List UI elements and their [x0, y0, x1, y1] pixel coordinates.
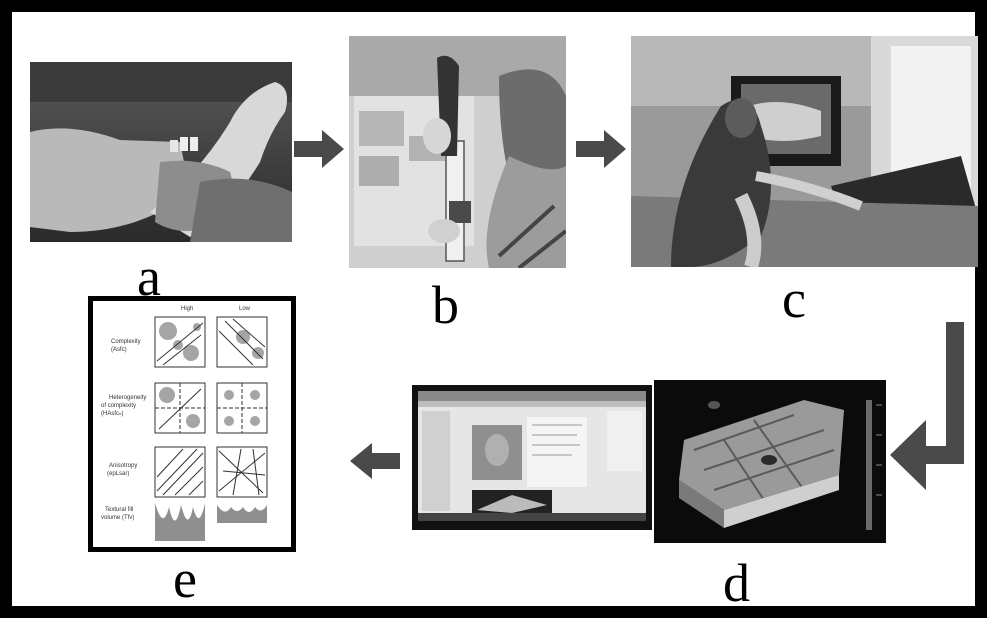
- right-arrow-icon: [576, 130, 626, 168]
- row-label-line: (Asfc): [111, 347, 127, 353]
- panel-a-photo: [30, 62, 292, 242]
- panel-b-photo: [349, 36, 566, 268]
- row-label-line: Textural fill: [105, 507, 133, 513]
- panel-e-texture-chart: High Low Complexity (Asfc) Heterogeneity…: [88, 296, 296, 552]
- right-arrow-icon: [294, 130, 344, 168]
- column-header-low: Low: [239, 306, 251, 312]
- row-label-line: (HAsfcₙ): [101, 411, 123, 417]
- left-arrow-icon: [350, 443, 400, 479]
- row-label-line: Heterogeneity: [109, 395, 146, 401]
- panel-d-software-screen: [412, 385, 652, 530]
- row-label-line: volume (Tfv): [101, 515, 134, 521]
- panel-c-label: c: [782, 269, 806, 329]
- panel-a-label: a: [137, 247, 161, 307]
- row-label-line: Anisotropy: [109, 463, 137, 469]
- panel-c-photo: [631, 36, 978, 267]
- panel-e-label: e: [173, 549, 197, 609]
- row-label-line: of complexity: [101, 403, 136, 409]
- down-left-bend-arrow-icon: [890, 322, 964, 490]
- panel-d-3d-surface: [654, 380, 886, 543]
- row-label-line: (epLsar): [107, 471, 129, 477]
- panel-d-label: d: [723, 553, 750, 613]
- panel-b-label: b: [432, 275, 459, 335]
- row-label-line: Complexity: [111, 339, 141, 345]
- column-header-high: High: [181, 306, 193, 312]
